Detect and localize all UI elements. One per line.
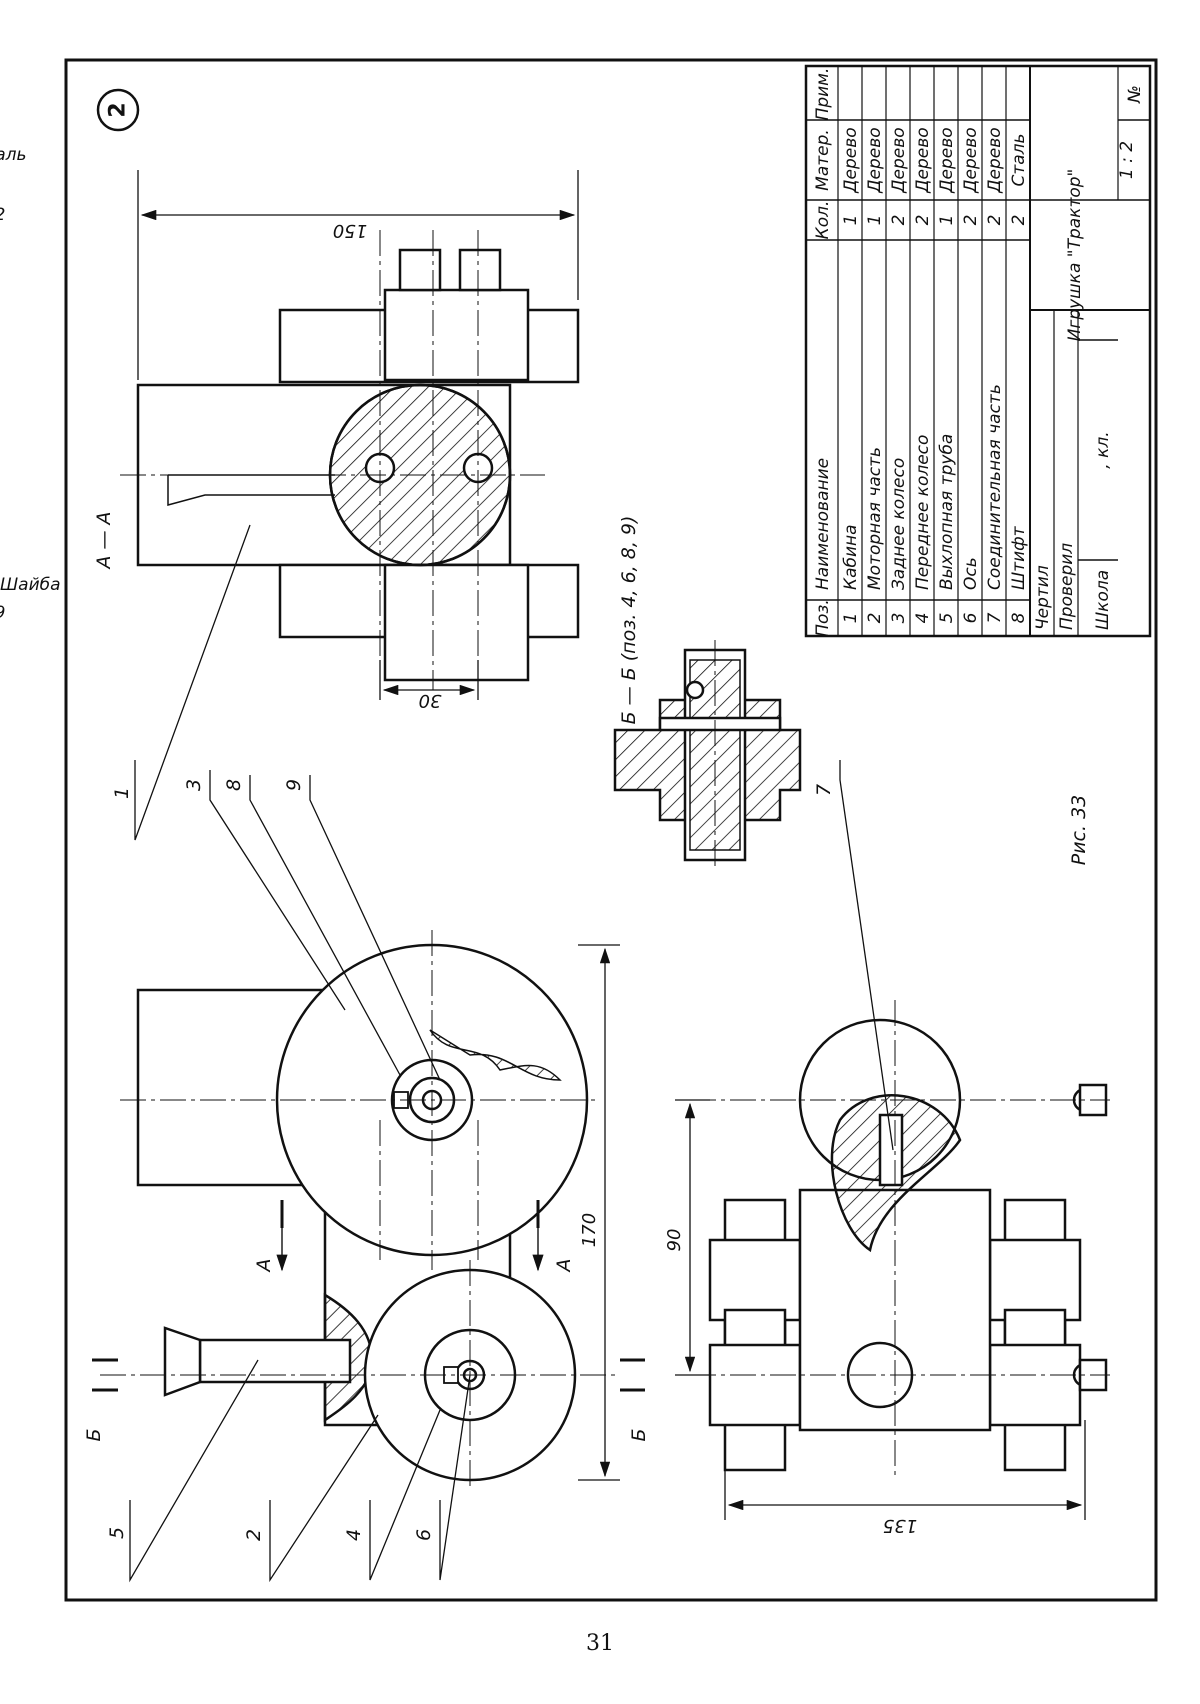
tb-school: Школа <box>1093 570 1113 630</box>
section-aa-view <box>120 230 580 690</box>
dimension-axle-spacing <box>379 660 479 700</box>
tb-row-name: Ось <box>961 557 981 590</box>
title-block-text: Поз.НаименованиеКол.Матер.Прим.1Кабина1Д… <box>0 68 1145 637</box>
tb-row-pos: 3 <box>889 613 909 624</box>
tb-row-qty: 2 <box>889 215 909 226</box>
leader-label-8: 8 <box>223 779 245 791</box>
tb-drew: Чертил <box>1033 565 1053 630</box>
tb-row-qty: 2 <box>1009 215 1029 226</box>
tb-row-pos: 8 <box>1009 612 1029 623</box>
title-block <box>804 64 1152 638</box>
tb-row-name: Выхлопная труба <box>937 434 957 590</box>
leader-lines <box>129 524 894 1583</box>
leader-label-9: 9 <box>283 779 305 791</box>
page-number: 31 <box>586 1631 614 1656</box>
tb-row-name: Штифт <box>1009 525 1029 590</box>
tb-title: Игрушка "Трактор" <box>1065 169 1085 342</box>
tb-row-mat: Сталь <box>1009 133 1029 186</box>
dimension-wheel-base <box>675 1099 710 1376</box>
tb-row-qty: 1 <box>841 215 861 226</box>
tb-row-name: Соединительная часть <box>985 384 1005 590</box>
cut-b-label-bottom: Б <box>628 1428 650 1441</box>
cut-a-label-top: А <box>253 1259 275 1274</box>
sheet-frame <box>64 58 1158 1602</box>
dimension-top-width-value: 150 <box>333 220 367 241</box>
dimension-track-width <box>724 1420 1086 1520</box>
tb-row-mat: Дерево <box>913 127 933 193</box>
tb-row-mat: Сталь <box>0 145 27 165</box>
tb-row-mat: Дерево <box>889 127 909 193</box>
leader-label-1: 1 <box>111 787 133 799</box>
tb-row-pos: 7 <box>985 612 1005 623</box>
tb-row-name: Шайба <box>0 575 61 595</box>
leader-label-7: 7 <box>813 784 835 796</box>
tb-row-qty: 2 <box>961 215 981 226</box>
figure-caption: Рис. 33 <box>1068 795 1090 866</box>
tb-row-qty: 2 <box>913 215 933 226</box>
leader-label-6: 6 <box>413 1529 435 1541</box>
tb-row-name: Моторная часть <box>865 447 885 590</box>
tb-header-qty: Кол. <box>813 201 833 240</box>
tb-row-pos: 5 <box>937 613 957 624</box>
leader-label-3: 3 <box>183 779 205 791</box>
tb-row-pos: 2 <box>865 613 885 624</box>
sheet-number: 2 <box>106 102 131 117</box>
tb-row-pos: 9 <box>0 603 5 623</box>
cut-a-label-bottom: А <box>553 1259 575 1274</box>
tb-row-qty: 1 <box>937 215 957 226</box>
tb-header-pos: Поз. <box>813 599 833 637</box>
section-bb-detail <box>613 640 802 870</box>
top-view <box>690 1000 1110 1480</box>
tb-row-mat: Дерево <box>985 127 1005 193</box>
dimension-axle-spacing-value: 30 <box>419 690 442 711</box>
side-view <box>100 930 620 1490</box>
tb-row-mat: Дерево <box>961 127 981 193</box>
dimension-top-width <box>137 170 579 380</box>
dimension-total-length <box>578 944 620 1481</box>
sheet-number-badge: 2 <box>96 88 140 132</box>
dimension-total-length-value: 170 <box>579 1213 600 1247</box>
leader-label-4: 4 <box>343 1529 365 1541</box>
tb-row-qty: 2 <box>0 205 5 225</box>
tb-row-name: Переднее колесо <box>913 435 933 590</box>
tb-row-qty: 2 <box>985 215 1005 226</box>
tb-scale: 1 : 2 <box>1117 141 1137 179</box>
tb-row-mat: Дерево <box>865 127 885 193</box>
tb-row-mat: Дерево <box>937 127 957 193</box>
tb-row-qty: 1 <box>865 215 885 226</box>
cut-b-label-top: Б <box>83 1428 105 1441</box>
tb-number: № <box>1125 85 1145 104</box>
section-aa-title: А — А <box>93 511 115 570</box>
tb-header-mat: Матер. <box>813 129 833 191</box>
leader-label-5: 5 <box>106 1527 128 1539</box>
tb-row-pos: 4 <box>913 613 933 624</box>
tb-row-pos: 6 <box>961 612 981 623</box>
dimension-track-width-value: 135 <box>883 1515 917 1536</box>
dimension-wheel-base-value: 90 <box>664 1229 685 1252</box>
tb-row-name: Заднее колесо <box>889 458 909 590</box>
cutting-plane-b <box>92 1358 645 1392</box>
tb-header-note: Прим. <box>813 68 833 121</box>
leader-label-2: 2 <box>243 1529 265 1541</box>
tb-row-name: Кабина <box>841 524 861 590</box>
tb-row-mat: Дерево <box>841 127 861 193</box>
section-bb-title: Б — Б (поз. 4, 6, 8, 9) <box>618 516 640 725</box>
cutting-plane-a <box>276 1200 544 1272</box>
tb-class: , кл. <box>1093 431 1113 468</box>
tb-header-name: Наименование <box>813 458 833 590</box>
tb-row-pos: 1 <box>841 613 861 624</box>
tb-checked: Проверил <box>1057 543 1077 630</box>
